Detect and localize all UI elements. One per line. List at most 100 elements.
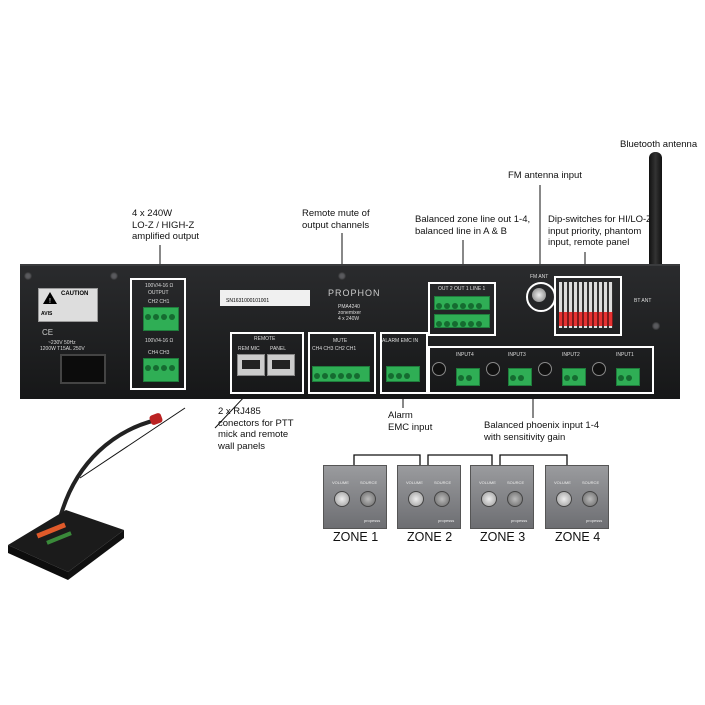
dip-switch-box: [554, 276, 622, 336]
power-spec: ~230V 50Hz: [48, 340, 76, 346]
input2-terminal[interactable]: [562, 368, 586, 386]
remote-box: [230, 332, 304, 394]
serial-number: SN1631000101001: [226, 298, 270, 304]
source-knob[interactable]: [582, 491, 598, 507]
rj45-panel-port[interactable]: [267, 354, 295, 376]
zone-panel-4[interactable]: VOLUME SOURCE propesss: [545, 465, 609, 529]
label-bluetooth-antenna: Bluetooth antenna: [620, 139, 698, 150]
screw: [110, 272, 118, 280]
warning-icon: !: [43, 292, 57, 304]
alarm-terminal[interactable]: [386, 366, 420, 382]
remote-mic-label: REM MIC: [238, 346, 260, 352]
phoenix-inputs-box: [428, 346, 654, 394]
label-dip-switches: Dip-switches for HI/LO-Z,input priority,…: [548, 214, 655, 248]
power-inlet[interactable]: [60, 354, 106, 384]
output-terminal-ch21[interactable]: [143, 307, 179, 331]
mute-channels: CH4 CH3 CH2 CH1: [312, 346, 357, 352]
volume-knob[interactable]: [408, 491, 424, 507]
volume-knob[interactable]: [481, 491, 497, 507]
zone-panel-2[interactable]: VOLUME SOURCE propesss: [397, 465, 461, 529]
input3-terminal[interactable]: [508, 368, 532, 386]
ce-mark: CE: [42, 328, 54, 337]
model-name: PMA4240: [338, 304, 360, 310]
source-knob[interactable]: [434, 491, 450, 507]
source-knob[interactable]: [507, 491, 523, 507]
zone-3-label: ZONE 3: [480, 530, 526, 544]
remote-panel-label: PANEL: [270, 346, 287, 352]
fm-antenna-connector[interactable]: [532, 288, 546, 302]
volume-label: VOLUME: [332, 480, 349, 485]
source-label: SOURCE: [582, 480, 600, 485]
input3-gain-knob[interactable]: [486, 362, 500, 376]
zone-line-out-box: [428, 282, 496, 336]
amplifier-rear-panel: CAUTION AVIS ! CE ~230V 50Hz 1200W T15AL…: [20, 264, 680, 399]
line-out-labels: OUT 2 OUT 1 LINE 1: [438, 286, 486, 292]
alarm-box: [380, 332, 428, 394]
output-title: OUTPUT: [148, 290, 169, 296]
brand-logo: PROPHON: [328, 288, 381, 298]
output-spec-2: 100V/4-16 Ω: [145, 338, 174, 344]
volume-knob[interactable]: [334, 491, 350, 507]
zone-2-label: ZONE 2: [407, 530, 453, 544]
input1-terminal[interactable]: [616, 368, 640, 386]
input1-label: INPUT1: [616, 352, 634, 358]
output-box: [130, 278, 186, 390]
zone-4-label: ZONE 4: [555, 530, 601, 544]
mute-terminal[interactable]: [312, 366, 370, 382]
alarm-title: ALARM EMC IN: [382, 338, 419, 344]
output-ch21: CH2 CH1: [148, 299, 170, 305]
panel-brand: propesss: [438, 518, 455, 523]
input4-gain-knob[interactable]: [432, 362, 446, 376]
avis-text: AVIS: [41, 311, 53, 317]
caution-text: CAUTION: [61, 291, 89, 297]
paging-microphone: [6, 410, 176, 580]
power-spec-2: 1200W T15AL 250V: [40, 346, 85, 352]
panel-brand: propesss: [364, 518, 381, 523]
fm-ant-label: FM ANT: [530, 274, 549, 280]
input2-gain-knob[interactable]: [538, 362, 552, 376]
mute-title: MUTE: [333, 338, 348, 344]
bluetooth-antenna: [649, 152, 662, 292]
label-fm-antenna: FM antenna input: [508, 170, 582, 181]
input4-terminal[interactable]: [456, 368, 480, 386]
volume-label: VOLUME: [406, 480, 423, 485]
input3-label: INPUT3: [508, 352, 526, 358]
mute-box: [308, 332, 376, 394]
zone-panel-1[interactable]: VOLUME SOURCE propesss: [323, 465, 387, 529]
bt-ant-label: BT ANT: [634, 298, 652, 304]
volume-label: VOLUME: [479, 480, 496, 485]
source-label: SOURCE: [507, 480, 525, 485]
model-sub-2: 4 x 240W: [338, 316, 360, 322]
zone-line-out-terminal-top[interactable]: [434, 296, 490, 310]
screw: [338, 272, 346, 280]
panel-brand: propesss: [586, 518, 603, 523]
zone-1-label: ZONE 1: [333, 530, 379, 544]
zone-line-out-terminal-bottom[interactable]: [434, 314, 490, 328]
rj45-rem-mic-port[interactable]: [237, 354, 265, 376]
volume-knob[interactable]: [556, 491, 572, 507]
output-ch43: CH4 CH3: [148, 350, 170, 356]
svg-text:!: !: [49, 298, 51, 304]
volume-label: VOLUME: [554, 480, 571, 485]
panel-brand: propesss: [511, 518, 528, 523]
label-zone-line-out: Balanced zone line out 1-4,balanced line…: [415, 214, 531, 237]
source-label: SOURCE: [434, 480, 452, 485]
zone-panel-3[interactable]: VOLUME SOURCE propesss: [470, 465, 534, 529]
source-knob[interactable]: [360, 491, 376, 507]
remote-title: REMOTE: [254, 336, 276, 342]
caution-sticker: CAUTION AVIS !: [38, 288, 98, 322]
screw: [24, 272, 32, 280]
model-sub-1: zonemixer: [338, 310, 362, 316]
input1-gain-knob[interactable]: [592, 362, 606, 376]
output-terminal-ch43[interactable]: [143, 358, 179, 382]
output-spec-1: 100V/4-16 Ω: [145, 283, 174, 289]
microphone-icon: [8, 413, 163, 580]
source-label: SOURCE: [360, 480, 378, 485]
serial-sticker: SN1631000101001: [220, 290, 310, 306]
dip-switch-red[interactable]: [559, 312, 613, 326]
